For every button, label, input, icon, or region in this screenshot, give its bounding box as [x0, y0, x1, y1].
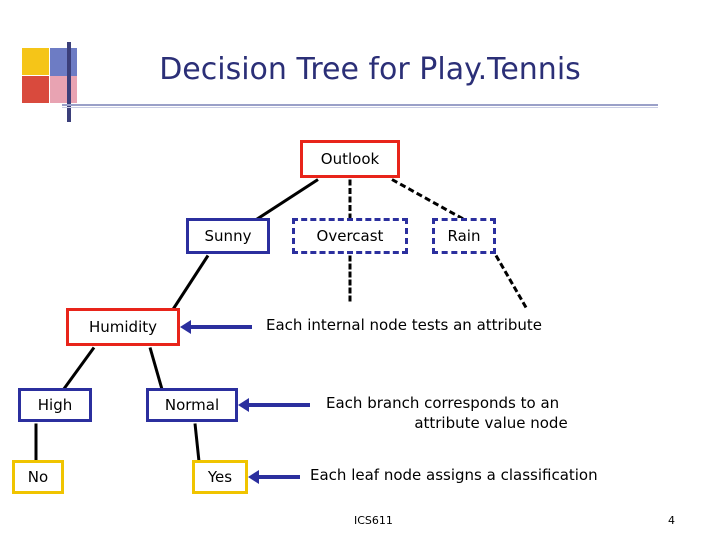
arrow-line-branch — [248, 403, 310, 407]
arrow-head-branch — [238, 398, 249, 412]
annotation-leaf-node: Each leaf node assigns a classification — [310, 466, 598, 484]
node-overcast-label: Overcast — [316, 227, 384, 245]
node-yes-label: Yes — [207, 468, 233, 486]
arrow-head-internal-node — [180, 320, 191, 334]
edge-overcast-yes — [348, 255, 352, 302]
node-high-label: High — [37, 396, 73, 414]
deco-square-red — [22, 76, 49, 103]
deco-square-yellow — [22, 48, 49, 75]
footer-label: ICS611 — [354, 514, 393, 527]
annotation-internal-node: Each internal node tests an attribute — [266, 316, 542, 334]
arrow-head-leaf — [248, 470, 259, 484]
edge-outlook-overcast — [348, 179, 352, 220]
node-normal-label: Normal — [164, 396, 220, 414]
arrow-line-leaf — [258, 475, 300, 479]
node-outlook[interactable]: Outlook — [300, 140, 400, 178]
annotation-branch-line2: attribute value node — [414, 414, 568, 432]
arrow-line-internal-node — [190, 325, 252, 329]
node-no-label: No — [27, 468, 49, 486]
node-high[interactable]: High — [18, 388, 92, 422]
node-sunny[interactable]: Sunny — [186, 218, 270, 254]
edge-rain-down — [494, 254, 528, 309]
node-sunny-label: Sunny — [204, 227, 252, 245]
node-yes[interactable]: Yes — [192, 460, 248, 494]
node-humidity[interactable]: Humidity — [66, 308, 180, 346]
node-outlook-label: Outlook — [320, 150, 380, 168]
title-divider — [62, 104, 658, 106]
deco-square-pink — [50, 76, 77, 103]
node-no[interactable]: No — [12, 460, 64, 494]
node-rain-label: Rain — [447, 227, 481, 245]
page-number: 4 — [668, 514, 675, 527]
title-divider-shadow — [62, 107, 658, 108]
node-overcast[interactable]: Overcast — [292, 218, 408, 254]
node-normal[interactable]: Normal — [146, 388, 238, 422]
deco-bar-vertical — [67, 42, 71, 122]
edge-high-no — [34, 423, 38, 464]
node-rain[interactable]: Rain — [432, 218, 496, 254]
annotation-branch-line1: Each branch corresponds to an — [326, 394, 560, 412]
page-title: Decision Tree for Play.Tennis — [159, 52, 581, 87]
node-humidity-label: Humidity — [88, 318, 157, 336]
